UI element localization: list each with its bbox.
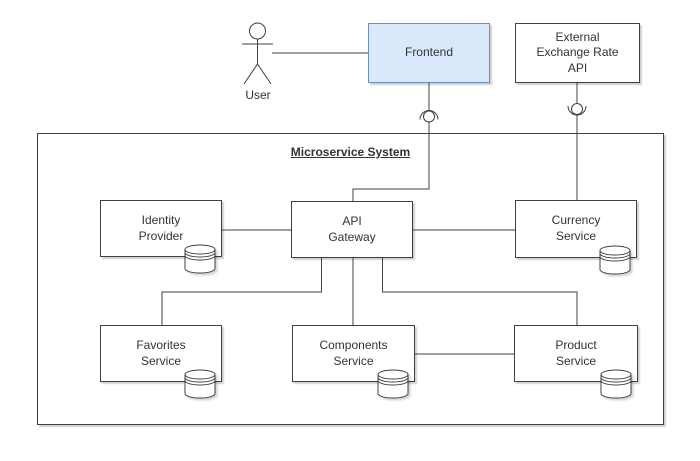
database-icon-components xyxy=(377,369,409,399)
database-icon-identity xyxy=(184,244,216,274)
ball-and-socket-icon-external-api xyxy=(567,103,587,116)
node-identity-provider-label: Identity Provider xyxy=(138,212,184,243)
system-title: Microservice System xyxy=(290,145,411,159)
user-actor-label: User xyxy=(245,88,271,102)
ball-icon xyxy=(571,103,583,115)
connector-gateway-favorites xyxy=(161,258,322,325)
user-actor-icon xyxy=(242,22,273,85)
ball-icon xyxy=(423,110,435,123)
node-favorites-service-label: Favorites Service xyxy=(136,337,186,368)
node-frontend: Frontend xyxy=(368,23,490,83)
connector-gateway-product xyxy=(382,258,578,325)
node-external-api-label: External Exchange Rate API xyxy=(536,29,619,75)
connector-frontend-gateway xyxy=(352,83,430,201)
system-boundary-box: Microservice System xyxy=(37,133,664,425)
node-api-gateway: API Gateway xyxy=(291,201,413,258)
database-icon-favorites xyxy=(184,369,216,399)
node-currency-service-label: Currency Service xyxy=(551,213,601,243)
node-external-exchange-rate-api: External Exchange Rate API xyxy=(515,23,640,83)
node-frontend-label: Frontend xyxy=(404,45,454,60)
node-product-service-label: Product Service xyxy=(555,337,597,368)
database-icon-currency xyxy=(599,245,631,275)
node-components-service-label: Components Service xyxy=(319,337,388,368)
actor-head xyxy=(249,22,266,40)
database-icon-product xyxy=(600,369,632,399)
actor-legs xyxy=(243,63,272,85)
socket-arc-icon xyxy=(567,105,587,116)
node-api-gateway-label: API Gateway xyxy=(328,213,376,244)
ball-and-socket-icon-frontend xyxy=(419,110,439,123)
